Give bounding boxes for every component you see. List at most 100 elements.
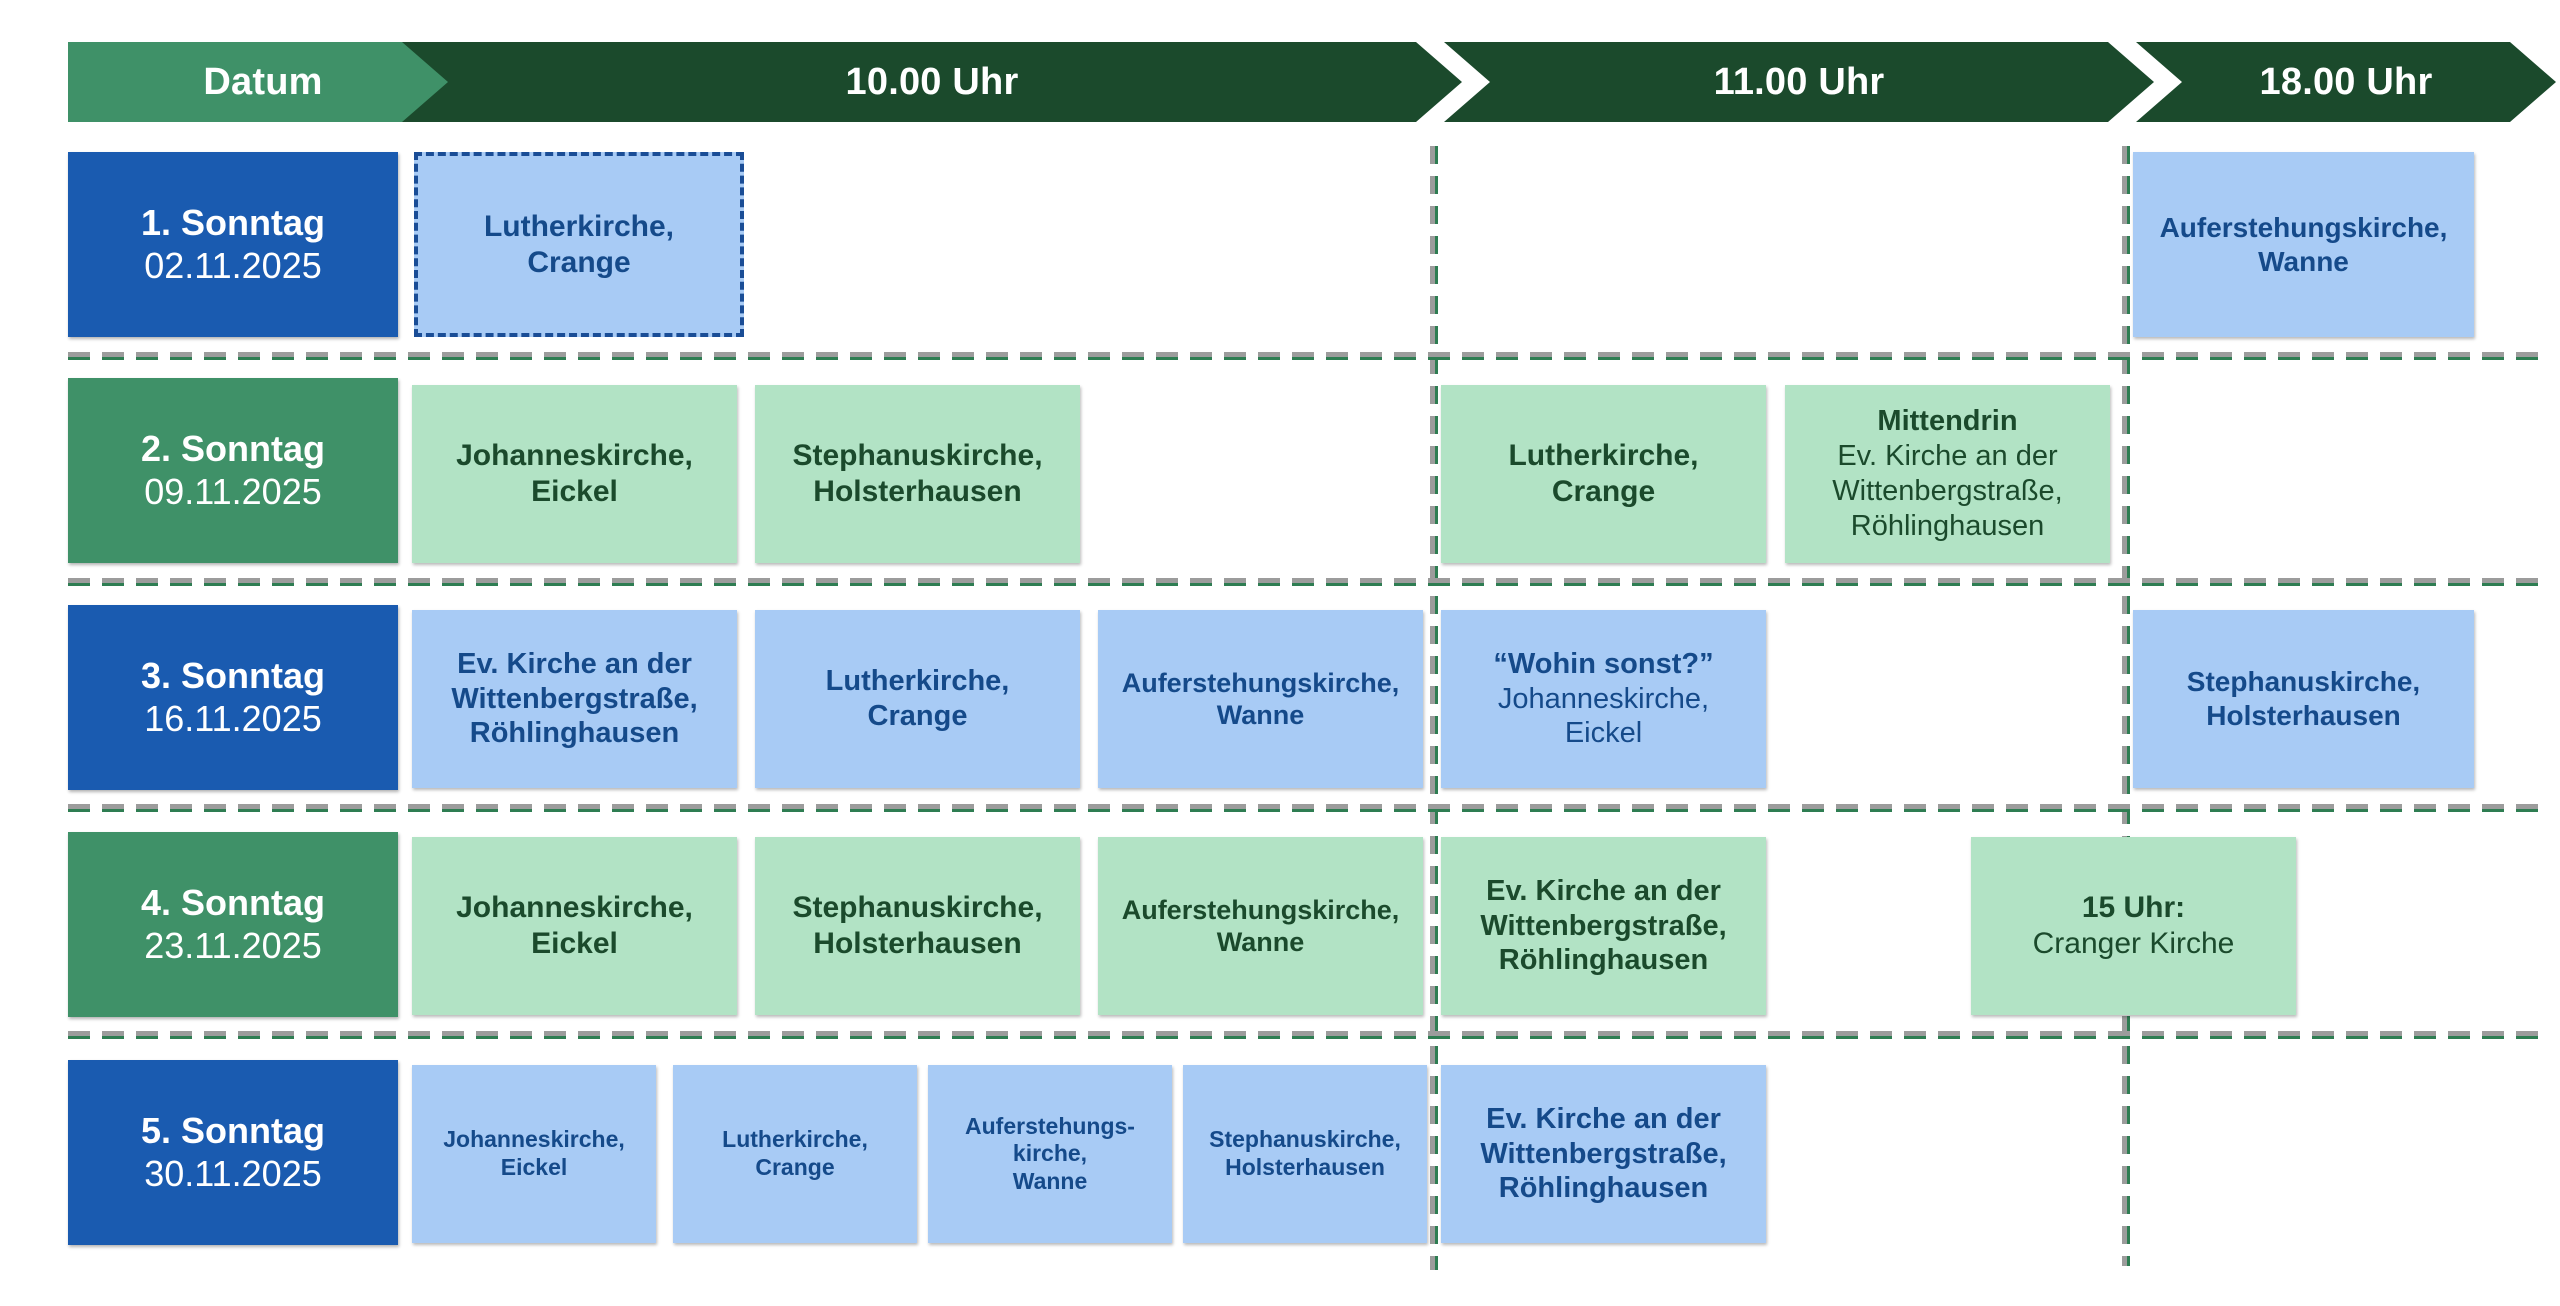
event-line: Holsterhausen: [813, 475, 1022, 508]
day-date: 23.11.2025: [144, 924, 322, 966]
event-line: Lutherkirche,: [483, 209, 675, 243]
row-separator: [68, 578, 2538, 586]
event-card[interactable]: Lutherkirche, Crange: [1441, 385, 1766, 563]
event-line: 15 Uhr:: [2081, 891, 2186, 924]
day-label-5: 5. Sonntag 30.11.2025: [68, 1060, 398, 1245]
event-line: Holsterhausen: [813, 927, 1022, 960]
event-line: kirche,: [1012, 1140, 1088, 1167]
event-line: Johanneskirche,: [456, 891, 693, 924]
event-line: Eickel: [531, 927, 618, 960]
day-date: 16.11.2025: [144, 697, 322, 739]
event-line: Stephanuskirche,: [792, 439, 1043, 472]
event-line: Stephanuskirche,: [1209, 1126, 1401, 1153]
event-card[interactable]: Lutherkirche, Crange: [673, 1065, 917, 1243]
event-card[interactable]: Mittendrin Ev. Kirche an der Wittenbergs…: [1785, 385, 2110, 563]
event-line: Holsterhausen: [1225, 1154, 1385, 1180]
header-column-datum: Datum: [68, 42, 458, 122]
event-card[interactable]: Auferstehungskirche, Wanne: [2133, 152, 2474, 337]
event-card[interactable]: “Wohin sonst?” Johanneskirche, Eickel: [1441, 610, 1766, 788]
day-date: 30.11.2025: [144, 1152, 322, 1194]
day-date: 02.11.2025: [144, 244, 322, 286]
event-line: Crange: [1551, 475, 1656, 508]
event-line: Röhlinghausen: [1850, 509, 2045, 542]
event-line: Holsterhausen: [2206, 700, 2401, 731]
day-label-1: 1. Sonntag 02.11.2025: [68, 152, 398, 337]
event-line: Eickel: [531, 475, 618, 508]
timeline-header: Datum 10.00 Uhr 11.00 Uhr 18.00 Uhr: [0, 0, 2560, 100]
event-line: Mittendrin: [1877, 405, 2018, 438]
event-line: Wanne: [1216, 700, 1305, 730]
header-column-label: Datum: [203, 60, 323, 103]
event-line: Lutherkirche,: [722, 1126, 868, 1153]
event-line: Ev. Kirche an der: [1486, 1102, 1721, 1135]
event-card[interactable]: Auferstehungs- kirche, Wanne: [928, 1065, 1172, 1243]
day-ordinal: 3. Sonntag: [140, 655, 325, 697]
day-ordinal: 2. Sonntag: [140, 428, 325, 470]
row-separator: [68, 804, 2538, 812]
day-ordinal: 1. Sonntag: [140, 202, 325, 244]
event-card[interactable]: Stephanuskirche, Holsterhausen: [755, 837, 1080, 1015]
event-card[interactable]: 15 Uhr: Cranger Kirche: [1971, 837, 2296, 1015]
event-card[interactable]: Johanneskirche, Eickel: [412, 1065, 656, 1243]
day-ordinal: 4. Sonntag: [140, 882, 325, 924]
event-card[interactable]: Ev. Kirche an der Wittenbergstraße, Röhl…: [412, 610, 737, 788]
event-line: Cranger Kirche: [2032, 927, 2235, 960]
event-line: Johanneskirche,: [1497, 682, 1710, 715]
header-column-label: 18.00 Uhr: [2259, 60, 2433, 103]
header-column-label: 11.00 Uhr: [1713, 60, 1885, 103]
event-line: Crange: [867, 700, 968, 732]
event-line: Auferstehungskirche,: [1121, 667, 1400, 698]
event-card[interactable]: Auferstehungskirche, Wanne: [1098, 610, 1423, 788]
event-line: Röhlinghausen: [1498, 1172, 1709, 1205]
event-line: Röhlinghausen: [469, 717, 680, 750]
event-line: Eickel: [1564, 717, 1643, 750]
event-line: Auferstehungskirche,: [1121, 894, 1400, 925]
event-line: Ev. Kirche an der: [1837, 440, 2058, 473]
event-line: Stephanuskirche,: [792, 891, 1043, 924]
event-card[interactable]: Stephanuskirche, Holsterhausen: [2133, 610, 2474, 788]
event-line: Johanneskirche,: [456, 439, 693, 472]
row-separator: [68, 1031, 2538, 1039]
event-line: Crange: [755, 1154, 835, 1180]
event-card[interactable]: Lutherkirche, Crange: [414, 152, 744, 337]
event-line: Stephanuskirche,: [2186, 666, 2421, 698]
event-line: Wanne: [1012, 1167, 1088, 1194]
event-line: Wittenbergstraße,: [1480, 909, 1727, 942]
vertical-separator-18uhr: [2122, 146, 2130, 1266]
day-date: 09.11.2025: [144, 470, 322, 512]
event-line: Auferstehungskirche,: [2159, 211, 2448, 243]
event-card[interactable]: Johanneskirche, Eickel: [412, 837, 737, 1015]
day-label-3: 3. Sonntag 16.11.2025: [68, 605, 398, 790]
event-card[interactable]: Lutherkirche, Crange: [755, 610, 1080, 788]
event-line: Röhlinghausen: [1498, 944, 1709, 977]
event-card[interactable]: Stephanuskirche, Holsterhausen: [1183, 1065, 1427, 1243]
event-card[interactable]: Ev. Kirche an der Wittenbergstraße, Röhl…: [1441, 1065, 1766, 1243]
event-line: Johanneskirche,: [443, 1126, 625, 1153]
event-card[interactable]: Johanneskirche, Eickel: [412, 385, 737, 563]
header-column-label: 10.00 Uhr: [845, 60, 1019, 103]
event-line: Wanne: [2258, 245, 2349, 277]
event-line: Eickel: [500, 1154, 568, 1180]
event-line: Crange: [527, 245, 631, 279]
event-card[interactable]: Auferstehungskirche, Wanne: [1098, 837, 1423, 1015]
event-line: Wanne: [1216, 927, 1305, 957]
header-column-10uhr: 10.00 Uhr: [402, 42, 1462, 122]
event-line: Lutherkirche,: [825, 665, 1010, 698]
event-line: Wittenbergstraße,: [451, 682, 698, 715]
event-line: Lutherkirche,: [1508, 439, 1699, 472]
vertical-separator-11uhr: [1430, 146, 1438, 1270]
day-ordinal: 5. Sonntag: [140, 1110, 325, 1152]
header-column-18uhr: 18.00 Uhr: [2136, 42, 2556, 122]
event-line: Auferstehungs-: [965, 1112, 1135, 1139]
event-line: Ev. Kirche an der: [457, 647, 692, 680]
event-line: Ev. Kirche an der: [1486, 874, 1721, 907]
day-label-4: 4. Sonntag 23.11.2025: [68, 832, 398, 1017]
event-line: Wittenbergstraße,: [1480, 1137, 1727, 1170]
event-card[interactable]: Ev. Kirche an der Wittenbergstraße, Röhl…: [1441, 837, 1766, 1015]
row-separator: [68, 352, 2538, 360]
event-line: “Wohin sonst?”: [1493, 647, 1714, 680]
event-card[interactable]: Stephanuskirche, Holsterhausen: [755, 385, 1080, 563]
header-column-11uhr: 11.00 Uhr: [1444, 42, 2154, 122]
day-label-2: 2. Sonntag 09.11.2025: [68, 378, 398, 563]
